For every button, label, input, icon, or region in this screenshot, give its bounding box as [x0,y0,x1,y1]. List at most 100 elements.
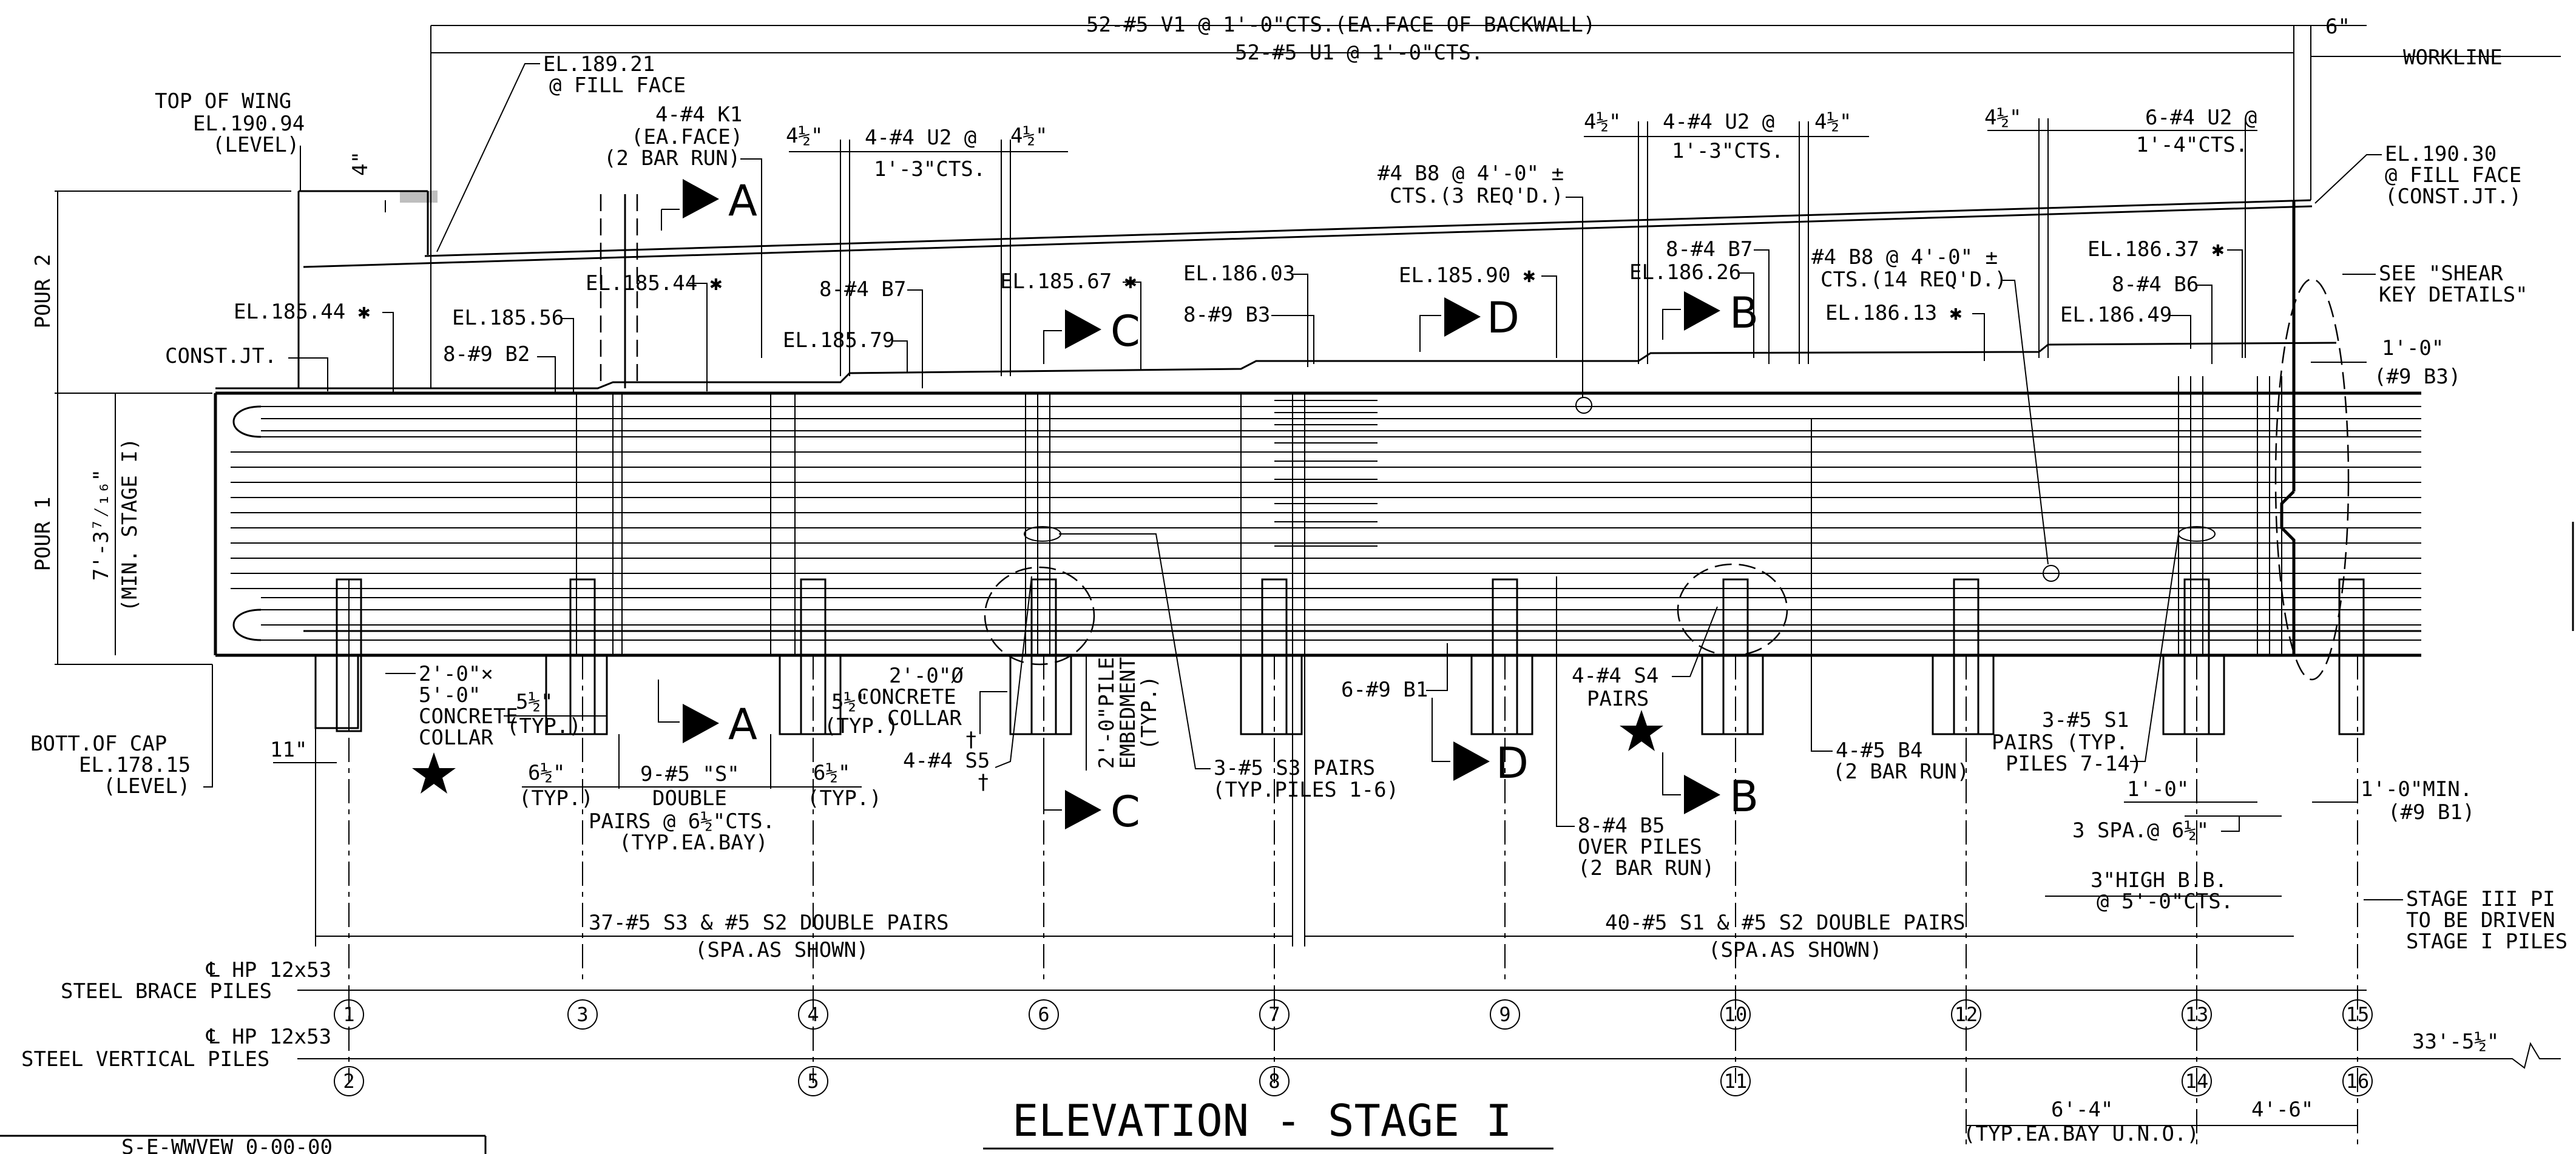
v1-bars-label: 52-#5 V1 @ 1'-0"CTS.(EA.FACE OF BACKWALL… [1086,13,1595,37]
bubble-2: 2 [343,1070,354,1093]
section-a-top: A [661,176,757,231]
b8-b-2: CTS.(14 REQ'D.) [1820,268,2007,292]
section-b-top-label: B [1729,288,1759,338]
corner-table-text: S-E-WWVEW 0-00-00 [121,1135,333,1154]
pile-group-9 [1470,578,1533,735]
collar-detail-ellipse-right [1677,563,1788,656]
b8-b-1: #4 B8 @ 4'-0" ± [1811,245,1998,269]
u2-left-half-b: 4½" [1010,124,1047,148]
k1-label-2: (EA.FACE) [631,125,743,149]
el-189-21-1: EL.189.21 [543,52,655,76]
el-185-56: EL.185.56 [452,306,564,330]
pour-dimensions [55,191,291,665]
bott-cap-3: (LEVEL) [103,774,190,798]
b6-label: 8-#4 B6 [2112,272,2199,297]
b7-left-label: 8-#4 B7 [819,277,906,302]
b8-a-2: CTS.(3 REQ'D.) [1390,184,1564,208]
pile-6-loop [1024,526,1061,542]
collar-rect-3: CONCRETE [419,704,518,729]
shear-key-1: SEE "SHEAR [2379,262,2503,286]
b2-label: 8-#9 B2 [443,342,530,366]
b4-2: (2 BAR RUN) [1833,760,1969,784]
b3-note-label: (#9 B3) [2374,365,2461,389]
b5-3: (2 BAR RUN) [1578,856,1714,880]
stage3-1: STAGE III PI [2406,887,2555,911]
dim-4-6: 4'-6" [2251,1098,2313,1122]
k1-label-3: (2 BAR RUN) [604,146,740,170]
one-ft-min-1: 1'-0"MIN. [2361,777,2472,801]
pour-1-label: POUR 1 [31,497,55,572]
s-double-1: 9-#5 "S" [640,762,740,786]
bubble-5: 5 [807,1070,819,1093]
section-a-top-label: A [728,176,757,226]
el-190-30-3: (CONST.JT.) [2385,184,2521,209]
spa-right: (SPA.AS SHOWN) [1708,938,1882,962]
six-inch-label: 6" [2325,15,2350,39]
const-jt-label: CONST.JT. [165,344,277,368]
stage3-3: STAGE I PILES [2406,930,2568,954]
stage3-2: TO BE DRIVEN [2406,908,2555,933]
bubble-13: 13 [2185,1003,2209,1026]
bott-cap-1: BOTT.OF CAP [30,732,167,756]
bubble-9: 9 [1499,1003,1510,1026]
el-190-30-1: EL.190.30 [2385,142,2497,166]
b5-1: 8-#4 B5 [1578,814,1665,838]
u2-mid-half-a: 4½" [1584,110,1621,134]
s1-1: 3-#5 S1 [2042,708,2129,732]
el-185-44-left: EL.185.44 ✱ [234,300,370,324]
s3-pairs-1: 3-#5 S3 PAIRS [1214,756,1375,780]
embed-1: 2'-0"PILE [1095,657,1119,769]
el-190-30-2: @ FILL FACE [2385,163,2521,187]
five-half-b: 5½" [831,690,868,714]
section-c-bottom: C [1043,758,1140,837]
eleven-in-label: 11" [270,738,307,762]
shear-key-ellipse [2274,278,2350,681]
section-d-bottom: D [1432,698,1529,788]
b4-1: 4-#5 B4 [1836,738,1922,763]
s3-pairs-2: (TYP.PILES 1-6) [1212,778,1399,802]
pile-group-4-5 [779,578,842,735]
one-ft-min-2: (#9 B1) [2388,800,2475,825]
bubble-10: 10 [1724,1003,1748,1026]
el-186-49: EL.186.49 [2060,303,2172,327]
dim-6-4-note: (TYP.EA.BAY U.N.O.) [1963,1122,2199,1146]
five-half-a: 5½" [516,690,553,714]
u2-mid-2: 1'-3"CTS. [1672,139,1783,163]
b7-right-label: 8-#4 B7 [1666,237,1753,262]
b3-label: 8-#9 B3 [1183,303,1270,327]
u2-right-1: 6-#4 U2 @ [2145,106,2257,130]
star-icon-right [1620,710,1663,751]
embed-2: EMBEDMENT [1116,657,1140,769]
el-185-90: EL.185.90 ✱ [1399,263,1535,288]
section-c-bottom-label: C [1111,787,1140,837]
six-half-b: 6½" [813,761,850,785]
bubble-16: 16 [2346,1070,2370,1093]
el-186-37: EL.186.37 ✱ [2088,237,2224,262]
bb-2: @ 5'-0"CTS. [2097,889,2233,914]
s-double-2: DOUBLE [652,786,727,811]
six-half-a: 6½" [528,761,565,785]
collar-rect-1: 2'-0"× [419,662,493,686]
bubble-1: 1 [343,1003,354,1026]
collar-dagger: † [965,727,977,752]
section-b-bottom-label: B [1729,772,1759,822]
u2-mid-half-b: 4½" [1814,110,1851,134]
collar-rect-2: 5'-0" [419,683,481,707]
one-ft-label: 1'-0" [2382,336,2444,360]
el-186-13: EL.186.13 ✱ [1825,301,1962,325]
longitudinal-bars [231,406,2421,641]
el-185-79: EL.185.79 [783,328,894,353]
s5-label: 4-#4 S5 [903,749,990,773]
u2-mid-1: 4-#4 U2 @ [1663,110,1774,134]
bubble-12: 12 [1955,1003,1978,1026]
collar-round-3: COLLAR [887,706,962,731]
s5-dagger: † [977,770,989,794]
s1-3: PILES 7-14) [2006,752,2142,776]
spa-left: (SPA.AS SHOWN) [695,938,869,962]
b1-label: 6-#9 B1 [1341,678,1428,702]
section-c-top-label: C [1111,306,1140,356]
section-d-bottom-label: D [1496,738,1529,788]
five-half-a-typ: (TYP.) [507,714,581,738]
top-of-wing-1: TOP OF WING [155,89,291,113]
grid-lines [297,655,2367,1147]
